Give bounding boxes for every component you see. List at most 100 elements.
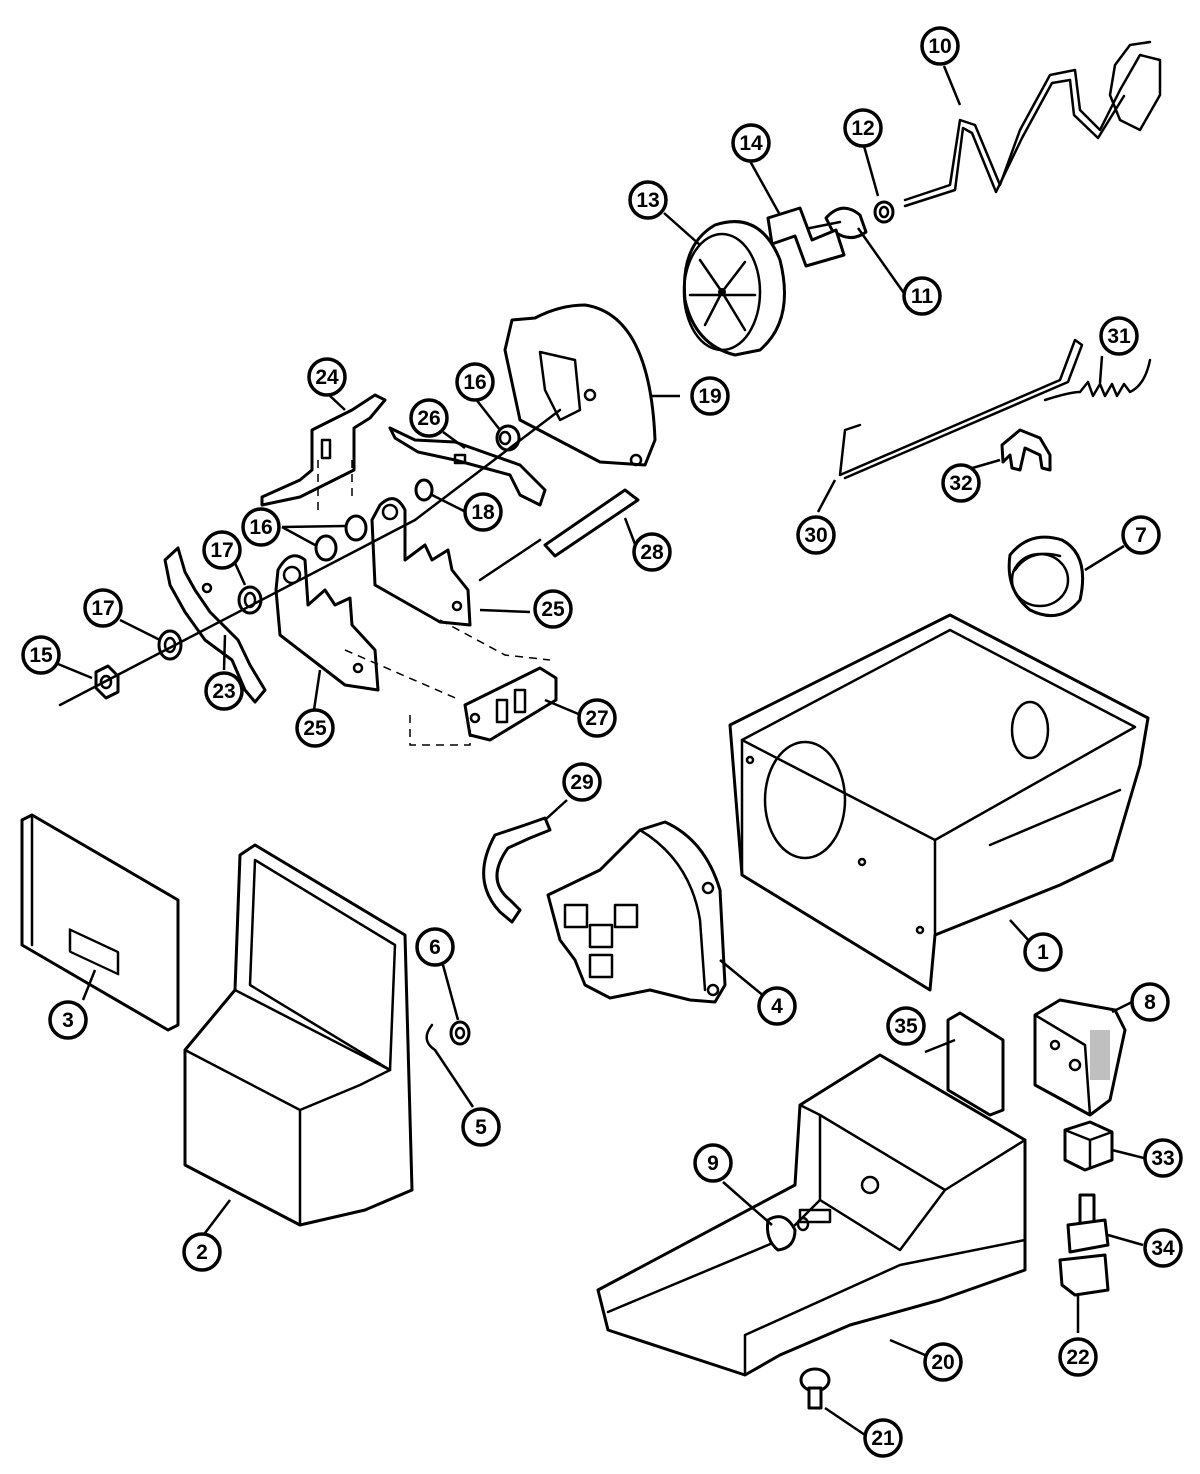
part-3-door-panel xyxy=(20,813,180,1032)
svg-text:30: 30 xyxy=(804,524,827,547)
svg-text:23: 23 xyxy=(212,680,235,703)
svg-text:8: 8 xyxy=(1144,991,1156,1014)
callout-4: 4 xyxy=(757,986,797,1026)
callout-17-upper: 17 xyxy=(202,530,242,570)
svg-text:4: 4 xyxy=(771,995,783,1018)
callout-15: 15 xyxy=(21,635,61,675)
callout-24: 24 xyxy=(307,357,347,397)
svg-text:28: 28 xyxy=(640,541,664,564)
callout-27: 27 xyxy=(577,698,617,738)
shaft-axis-line xyxy=(58,518,417,707)
part-14-paddle xyxy=(766,206,846,268)
callout-8: 8 xyxy=(1130,982,1170,1022)
svg-text:25: 25 xyxy=(541,598,565,621)
callout-6: 6 xyxy=(415,927,455,967)
svg-text:2: 2 xyxy=(196,1241,208,1264)
svg-text:15: 15 xyxy=(29,644,53,667)
svg-text:18: 18 xyxy=(471,501,495,524)
part-27-mounting-block xyxy=(463,666,558,742)
part-34-switch xyxy=(1066,1193,1110,1254)
callout-29: 29 xyxy=(562,762,602,802)
callout-11: 11 xyxy=(902,276,942,316)
svg-text:7: 7 xyxy=(1135,524,1147,547)
callout-33: 33 xyxy=(1143,1138,1183,1178)
callout-21: 21 xyxy=(863,1418,903,1458)
leader-lines xyxy=(57,65,1145,1437)
svg-text:19: 19 xyxy=(698,385,721,408)
callout-20: 20 xyxy=(923,1342,963,1382)
part-25-cam-bracket-upper xyxy=(370,497,472,627)
svg-text:31: 31 xyxy=(1107,325,1131,348)
part-1-storage-bin xyxy=(728,613,1150,992)
part-28-rod xyxy=(543,488,640,558)
callout-13: 13 xyxy=(628,180,668,220)
callout-28: 28 xyxy=(632,532,672,572)
part-29-spring-clip xyxy=(482,816,552,924)
callout-2: 2 xyxy=(182,1232,222,1272)
svg-text:24: 24 xyxy=(315,366,339,389)
callout-18: 18 xyxy=(463,492,503,532)
svg-text:17: 17 xyxy=(91,597,114,620)
part-2-bin-front xyxy=(183,843,414,1227)
part-25-cam-bracket-lower xyxy=(274,554,380,692)
svg-text:29: 29 xyxy=(570,771,593,794)
part-13-drive-wheel xyxy=(682,220,786,357)
svg-text:26: 26 xyxy=(417,407,440,430)
svg-text:16: 16 xyxy=(463,371,486,394)
svg-text:22: 22 xyxy=(1066,1346,1089,1369)
part-20-chute-housing xyxy=(596,1053,1027,1377)
shaft-axis-line-upper xyxy=(413,408,562,522)
part-12-clip xyxy=(873,200,895,224)
part-18-washer xyxy=(414,478,434,502)
callout-30: 30 xyxy=(796,515,836,555)
callout-31: 31 xyxy=(1099,316,1139,356)
callout-3: 3 xyxy=(48,1000,88,1040)
callout-34: 34 xyxy=(1143,1228,1183,1268)
svg-text:14: 14 xyxy=(739,132,763,155)
callout-25-upper: 25 xyxy=(533,589,573,629)
svg-text:21: 21 xyxy=(871,1427,895,1450)
svg-text:1: 1 xyxy=(1037,941,1049,964)
part-24-bracket xyxy=(260,393,387,507)
callout-17-lower: 17 xyxy=(83,588,123,628)
svg-text:34: 34 xyxy=(1151,1237,1175,1260)
callout-35: 35 xyxy=(886,1006,926,1046)
callout-10: 10 xyxy=(920,26,960,66)
part-33-solenoid xyxy=(1063,1120,1114,1172)
callout-7: 7 xyxy=(1121,515,1161,555)
svg-text:17: 17 xyxy=(210,539,233,562)
svg-text:9: 9 xyxy=(707,1152,719,1175)
part-32-clip-bracket xyxy=(1000,428,1052,472)
callout-12: 12 xyxy=(843,108,883,148)
part-16-spacers xyxy=(314,514,368,562)
callout-25-lower: 25 xyxy=(295,708,335,748)
pin-axis-line xyxy=(478,538,542,582)
callout-14: 14 xyxy=(731,123,771,163)
callout-26: 26 xyxy=(409,398,449,438)
svg-text:20: 20 xyxy=(931,1351,954,1374)
part-22-switch-base xyxy=(1058,1253,1110,1297)
callout-19: 19 xyxy=(690,376,730,416)
part-35-gasket xyxy=(946,1011,1005,1117)
part-10-auger-wire xyxy=(903,40,1162,208)
callout-9: 9 xyxy=(693,1143,733,1183)
svg-text:27: 27 xyxy=(585,707,608,730)
svg-text:13: 13 xyxy=(636,189,659,212)
svg-text:11: 11 xyxy=(911,285,934,308)
part-5-clip xyxy=(425,1023,437,1052)
part-30-rod xyxy=(838,338,1084,480)
callout-16-middle: 16 xyxy=(241,507,281,547)
part-15-nut xyxy=(94,664,120,700)
svg-text:10: 10 xyxy=(928,35,951,58)
part-4-motor-housing xyxy=(546,820,727,1004)
svg-text:33: 33 xyxy=(1151,1147,1174,1170)
callout-5: 5 xyxy=(461,1107,501,1147)
svg-text:3: 3 xyxy=(62,1009,74,1032)
callout-32: 32 xyxy=(941,463,981,503)
svg-text:25: 25 xyxy=(303,717,327,740)
svg-text:35: 35 xyxy=(894,1015,918,1038)
svg-text:6: 6 xyxy=(429,936,441,959)
part-21-screw xyxy=(799,1367,831,1410)
callout-22: 22 xyxy=(1058,1337,1098,1377)
